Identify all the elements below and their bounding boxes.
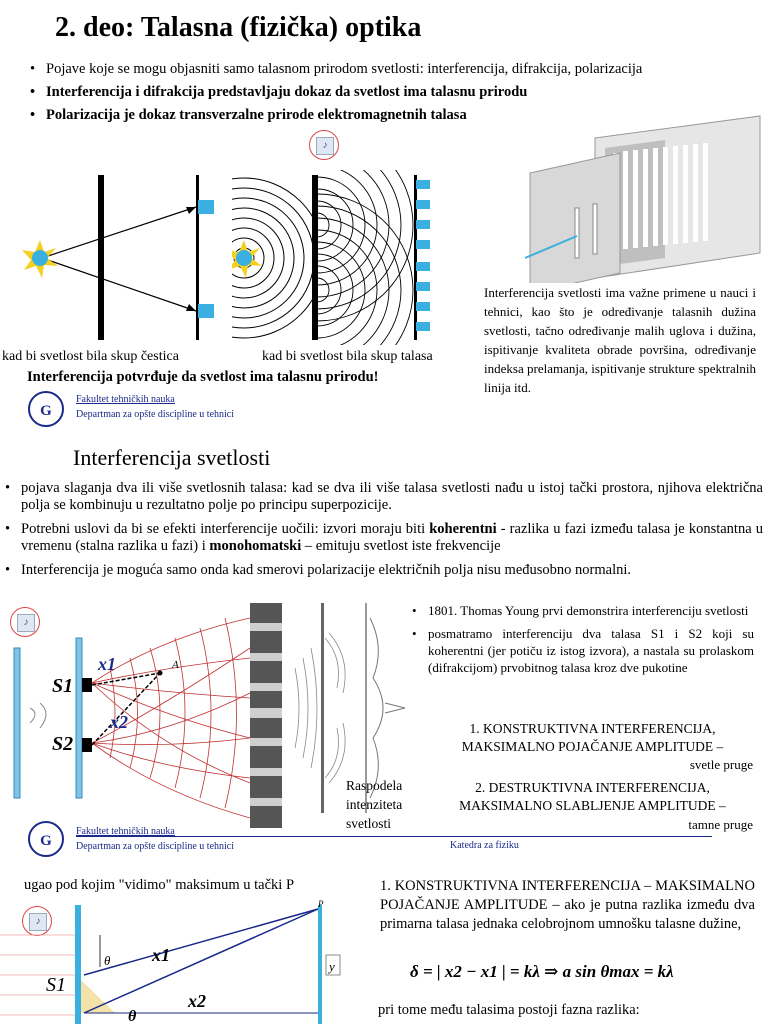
interference-bullets: pojava slaganja dva ili više svetlosnih … [5,480,763,586]
label-s2: S2 [52,733,73,755]
page-title: 2. deo: Talasna (fizička) optika [55,12,422,43]
bullet-polarization-condition: Interferencija je moguća samo onda kad s… [5,562,763,579]
wave-detector-sketch [294,603,406,813]
label-s1-bottom: S1 [46,974,66,996]
audio-button-2[interactable]: ♪ [10,607,40,637]
speaker-icon: ♪ [17,614,35,632]
faculty-footer-2: Fakultet tehničkih nauka Departman za op… [76,824,234,854]
applications-text: Interferencija svetlosti ima važne prime… [484,285,756,395]
audio-button-1[interactable]: ♪ [309,130,339,160]
bullet-polarization: Polarizacija je dokaz transverzalne prir… [30,107,730,124]
faculty-logo: G [25,390,67,428]
phase-difference-text: pri tome među talasima postoji fazna raz… [378,1002,640,1018]
label-theta-small: θ [104,953,111,968]
label-y: y [327,959,335,974]
audio-button-3[interactable]: ♪ [22,906,52,936]
bullet-phenomena: Pojave koje se mogu objasniti samo talas… [30,61,730,78]
faculty-footer-1: Fakultet tehničkih nauka Departman za op… [76,392,234,422]
department-name-2: Departman za opšte discipline u tehnici [76,841,235,852]
angle-geometry-diagram: P θ S1 x1 x2 θ y [0,899,341,1024]
bullet-two-waves: posmatramo interferenciju dva talasa S1 … [412,625,754,676]
young-experiment-diagram: S1 S2 x1 x2 A [13,603,282,828]
katedra-label: Katedra za fiziku [450,840,519,851]
path-difference-formula: δ = | x2 − x1 | = kλ ⇒ a sin θmax = kλ [410,962,674,981]
particle-diagram [22,175,214,340]
bullet-conditions: Potrebni uslovi da bi se efekti interfer… [5,521,763,555]
section-title: Interferencija svetlosti [73,445,271,470]
svg-text:G: G [40,403,52,419]
label-x2-bottom: x2 [187,991,206,1011]
faculty-logo-2: G [25,820,67,858]
constructive-title: 1. KONSTRUKTIVNA INTERFERENCIJA, MAKSIMA… [461,721,724,754]
max-angle-text: ugao pod kojim "vidimo" maksimum u tački… [24,877,295,893]
destructive-title: 2. DESTRUKTIVNA INTERFERENCIJA, MAKSIMAL… [459,780,726,813]
bullet-young-1801: 1801. Thomas Young prvi demonstrira inte… [412,602,754,619]
label-theta-bottom: θ [128,1008,137,1024]
label-a: A [171,659,179,671]
double-slit-3d-illustration [525,115,761,283]
label-p: P [317,899,324,909]
constructive-condition-text: 1. KONSTRUKTIVNA INTERFERENCIJA – MAKSIM… [380,878,755,932]
caption-particles: kad bi svetlost bila skup čestica [2,349,179,364]
conclusion-text: Interferencija potvrđuje da svetlost ima… [27,369,379,385]
speaker-icon: ♪ [29,913,47,931]
label-x1-bottom: x1 [151,945,170,965]
label-s1: S1 [52,675,73,697]
caption-waves: kad bi svetlost bila skup talasa [262,349,433,364]
faculty-name: Fakultet tehničkih nauka [76,394,175,405]
intro-bullets: Pojave koje se mogu objasniti samo talas… [30,61,730,130]
footer-divider [76,836,712,837]
svg-text:G: G [40,833,52,849]
department-name: Departman za opšte discipline u tehnici [76,409,235,420]
destructive-result: tamne pruge [688,817,753,832]
label-x2: x2 [109,712,128,732]
light-source-icon [22,240,58,278]
constructive-result: svetle pruge [689,757,753,772]
bullet-proof-wave: Interferencija i difrakcija predstavljaj… [30,84,730,101]
faculty-name-2: Fakultet tehničkih nauka [76,826,175,837]
intensity-label: Raspodela intenziteta svetlosti [346,778,403,831]
label-x1: x1 [97,654,116,674]
wave-diagram [232,170,430,345]
light-source-icon-2 [232,240,262,278]
speaker-icon: ♪ [316,137,334,155]
bullet-superposition: pojava slaganja dva ili više svetlosnih … [5,480,763,514]
young-bullets: 1801. Thomas Young prvi demonstrira inte… [412,602,754,682]
